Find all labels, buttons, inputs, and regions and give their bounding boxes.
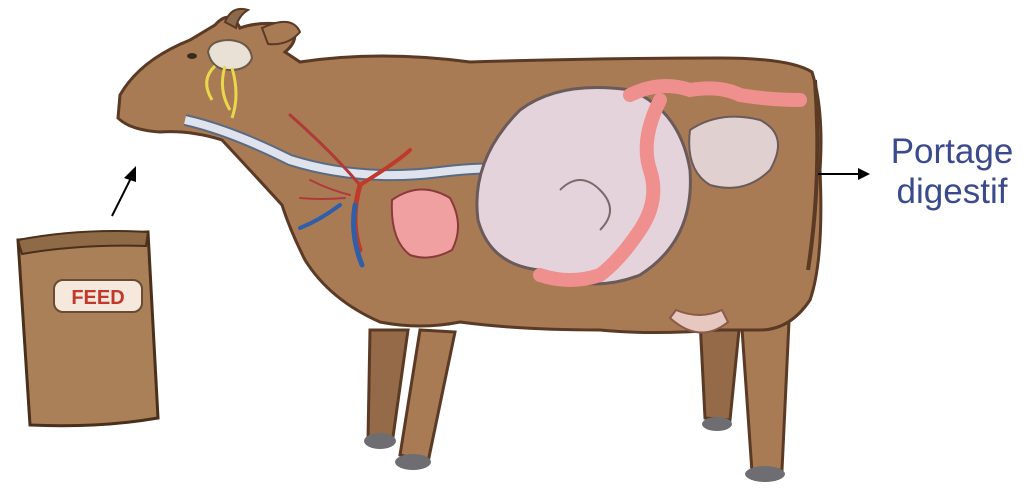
feed-bag-label: FEED [71,287,124,309]
portage-line2: digestif [872,172,1031,212]
portage-line1: Portage [872,132,1031,172]
feed-bag: FEED [18,231,158,426]
portage-digestif-label: Portage digestif [872,132,1031,212]
arrow-up-icon [112,166,136,216]
feed-bag-body [18,232,158,426]
cow-brain [208,40,252,70]
arrow-right-icon [818,168,870,180]
cow-eye [187,53,197,59]
cow-heart [392,189,458,257]
